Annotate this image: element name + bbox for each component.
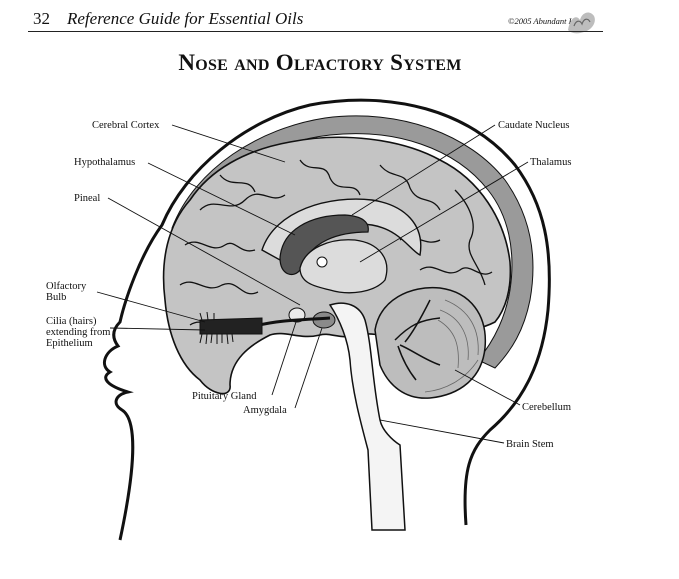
copyright-notice: ©2005 Abundant Health (508, 16, 592, 26)
skull-band (171, 115, 534, 369)
caudate-nucleus (279, 214, 369, 276)
page-number: 32 (33, 9, 50, 28)
label-cilia-line1: Cilia (hairs) (46, 316, 97, 327)
book-title: Reference Guide for Essential Oils (67, 9, 304, 28)
label-cilia-line2: extending from (46, 327, 111, 338)
thalamus (299, 239, 388, 294)
publisher-logo-icon (568, 12, 595, 34)
brain-stem (328, 302, 406, 531)
label-cerebellum: Cerebellum (522, 402, 571, 413)
olfactory-bulb (199, 317, 263, 335)
label-pineal: Pineal (74, 193, 101, 204)
page-title: Nose and Olfactory System (178, 50, 462, 75)
label-amygdala: Amygdala (243, 405, 287, 416)
label-olfactory-bulb-line2: Bulb (46, 292, 67, 303)
label-cilia-line3: Epithelium (46, 338, 93, 349)
label-thalamus: Thalamus (530, 157, 572, 168)
label-caudate-nucleus: Caudate Nucleus (498, 120, 570, 131)
label-cerebral-cortex: Cerebral Cortex (92, 120, 160, 131)
label-pituitary-gland: Pituitary Gland (192, 391, 257, 402)
page-header: 32 Reference Guide for Essential Oils ©2… (0, 0, 679, 34)
label-hypothalamus: Hypothalamus (74, 157, 136, 168)
label-brain-stem: Brain Stem (506, 439, 554, 450)
pineal-dot (316, 256, 328, 268)
header-rule (28, 31, 603, 32)
cerebellum (374, 286, 487, 399)
label-olfactory-bulb-line1: Olfactory (46, 281, 87, 292)
